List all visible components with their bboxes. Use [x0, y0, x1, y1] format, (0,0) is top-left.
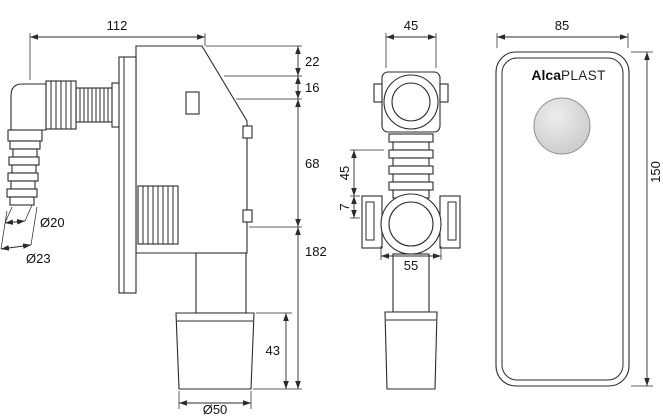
dim-label-16: 16: [305, 80, 319, 95]
side-view: [6, 45, 255, 390]
front-outlet-cup: [384, 311, 438, 390]
faceplate-view: Alca PLAST: [495, 51, 630, 387]
dim-label-45-top: 45: [404, 18, 418, 33]
elbow: [10, 83, 47, 131]
bracket-tab-right: [439, 83, 449, 103]
extension-lines: [0, 33, 302, 409]
dim-label-22: 22: [305, 54, 319, 69]
logo-plast: PLAST: [561, 68, 606, 83]
face-plate: [495, 51, 630, 387]
mount-clip-top: [242, 125, 253, 139]
faceplate-dimensions: 85 150: [496, 18, 663, 387]
dim-label-45-left: 45: [337, 166, 352, 180]
body-port: [185, 91, 200, 115]
front-view-dimensions: 45 45 7 55: [337, 18, 442, 273]
bracket-tab-left: [373, 83, 383, 103]
dim-label-68: 68: [305, 156, 319, 171]
face-plate-inner-border: [501, 57, 624, 381]
side-view-dimensions: 112 22 16 68 182 43 Ø20 Ø23 Ø50: [0, 18, 327, 417]
dim-label-112: 112: [107, 18, 128, 33]
knob-circle: [533, 97, 591, 155]
body-nut-ribs: [142, 186, 174, 244]
dim-label-182: 182: [305, 244, 327, 259]
wing-right-slot: [447, 201, 457, 241]
wall-plate: [118, 56, 137, 294]
front-lower-circle-inner: [388, 201, 434, 247]
dim-label-d50: Ø50: [203, 402, 228, 417]
bellows: [388, 133, 434, 199]
hose-nut: [7, 129, 43, 142]
dim-label-7: 7: [337, 203, 352, 210]
dim-label-43: 43: [266, 343, 280, 358]
logo-alca: Alca: [531, 67, 561, 83]
dim-label-85: 85: [555, 18, 569, 33]
dim-label-d23: Ø23: [26, 251, 51, 266]
extension-lines: [496, 33, 653, 387]
inlet-nut-ribs: [50, 81, 72, 129]
front-inlet-circle-inner: [391, 82, 431, 122]
lower-pipe: [195, 252, 247, 314]
corrugated-hose: [6, 140, 41, 206]
wing-left-slot: [365, 201, 375, 241]
dim-label-150: 150: [648, 161, 663, 183]
outlet-cup: [175, 312, 255, 390]
mount-clip-bottom: [242, 209, 253, 223]
front-view: [361, 71, 461, 390]
dim-label-d20: Ø20: [40, 215, 65, 230]
dim-label-55: 55: [404, 258, 418, 273]
